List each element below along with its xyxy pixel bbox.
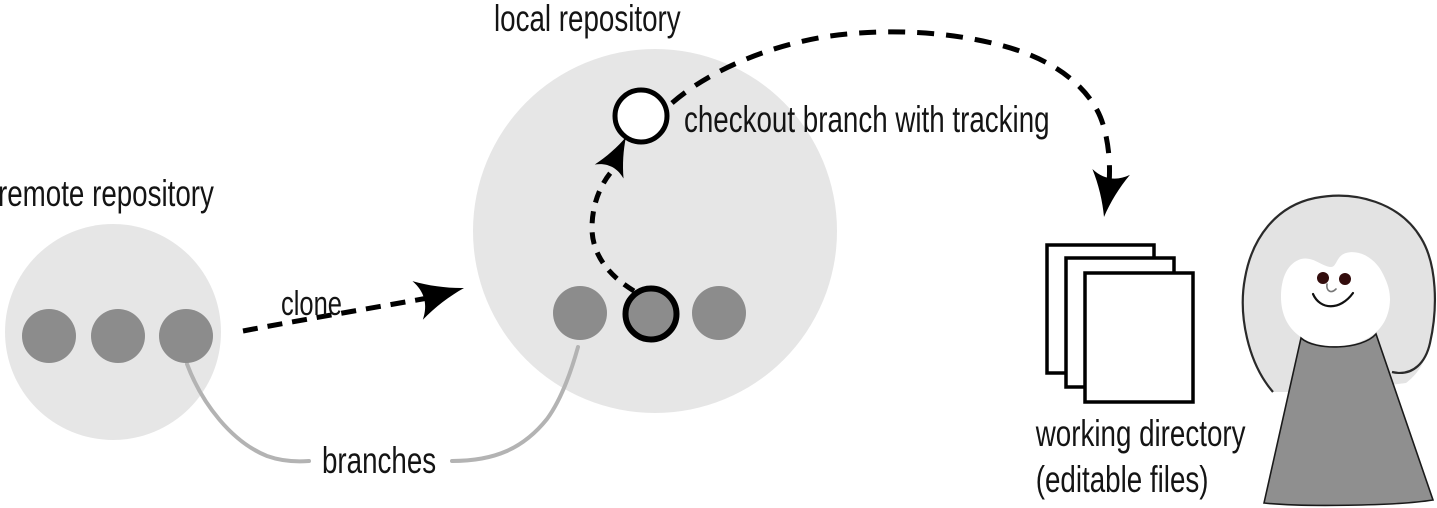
documents-stack-icon xyxy=(1045,243,1195,404)
person-icon xyxy=(1241,194,1436,507)
branch-dot xyxy=(22,309,76,363)
remote-repository-label: remote repository xyxy=(0,173,214,214)
hair-outline xyxy=(1241,194,1436,393)
checkout-branch-label: checkout branch with tracking xyxy=(684,99,1050,140)
branches-label: branches xyxy=(322,440,437,481)
local-branch-dots xyxy=(553,285,746,343)
face xyxy=(1281,252,1390,346)
dress xyxy=(1263,332,1435,507)
current-branch-dot xyxy=(622,285,680,343)
branch-dot xyxy=(159,309,213,363)
nose xyxy=(1326,283,1337,293)
mouth xyxy=(1311,291,1355,308)
branch-dot xyxy=(692,286,746,340)
arrowhead-icon xyxy=(412,268,470,320)
working-directory-label: working directory xyxy=(1035,413,1246,454)
clone-arrow xyxy=(242,268,470,334)
branches-leader-line-right xyxy=(450,345,580,463)
clone-label: clone xyxy=(281,285,342,323)
right-eye xyxy=(1339,273,1351,285)
left-eye xyxy=(1317,272,1329,284)
remote-branch-dots xyxy=(22,309,213,363)
editable-files-label: (editable files) xyxy=(1035,459,1209,500)
page-front xyxy=(1083,271,1195,404)
branches-leader-line-left xyxy=(185,362,311,464)
working-directory-arrow xyxy=(670,29,1130,220)
local-repository-label: local repository xyxy=(494,0,681,39)
branch-dot xyxy=(91,309,145,363)
checkout-arrow xyxy=(589,129,641,294)
tracking-branch-node xyxy=(612,87,670,145)
branch-dot xyxy=(553,286,607,340)
